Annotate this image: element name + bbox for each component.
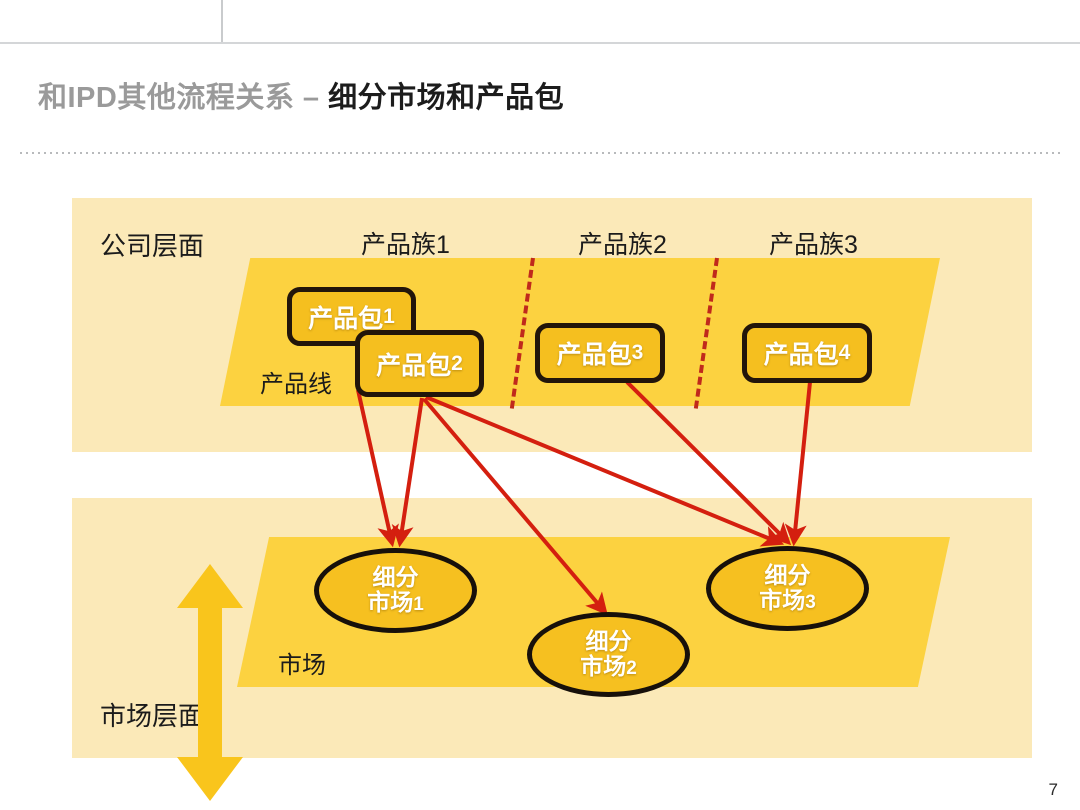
label-market-level: 市场层面: [100, 701, 205, 731]
segment-market-1[interactable]: 细分 市场1: [314, 548, 477, 633]
bidirectional-arrow-icon: [177, 564, 243, 801]
panel-white-separator: [72, 452, 1032, 498]
product-package-2-label: 产品包: [376, 351, 452, 380]
segment-market-3-line1: 细分: [764, 562, 811, 589]
diagram-panel: 公司层面 市场层面 产品族1 产品族2 产品族3 产品线 市场: [72, 198, 1032, 801]
header-horizontal-rule: [0, 42, 1080, 44]
product-package-3-number: 3: [631, 341, 644, 364]
product-package-3-label: 产品包: [556, 341, 632, 369]
segment-market-1-line2: 市场1: [367, 589, 424, 616]
product-package-1-number: 1: [383, 304, 395, 328]
segment-market-2[interactable]: 细分 市场2: [527, 612, 690, 697]
label-product-family-3: 产品族3: [769, 231, 858, 259]
page-title-prefix: 和IPD其他流程关系 –: [38, 82, 320, 114]
page-title: 和IPD其他流程关系 – 细分市场和产品包: [38, 74, 564, 116]
product-package-1-label: 产品包: [308, 304, 384, 333]
segment-market-2-line2: 市场2: [580, 653, 637, 680]
segment-market-3-line2: 市场3: [759, 587, 816, 614]
product-package-4-label: 产品包: [763, 341, 839, 369]
label-product-line: 产品线: [260, 371, 332, 398]
header-vertical-rule: [221, 0, 223, 42]
page-number: 7: [1048, 780, 1058, 799]
segment-market-1-line1: 细分: [372, 564, 419, 591]
product-package-4-number: 4: [838, 341, 851, 364]
segment-market-3[interactable]: 细分 市场3: [706, 546, 869, 631]
label-product-family-1: 产品族1: [361, 231, 450, 259]
label-company-level: 公司层面: [100, 231, 205, 261]
page-title-main: 细分市场和产品包: [328, 82, 565, 114]
title-dotted-divider: [20, 152, 1060, 154]
product-package-2-number: 2: [451, 351, 463, 375]
label-market: 市场: [278, 652, 326, 679]
segment-market-2-line1: 细分: [585, 628, 632, 655]
label-product-family-2: 产品族2: [578, 231, 667, 259]
